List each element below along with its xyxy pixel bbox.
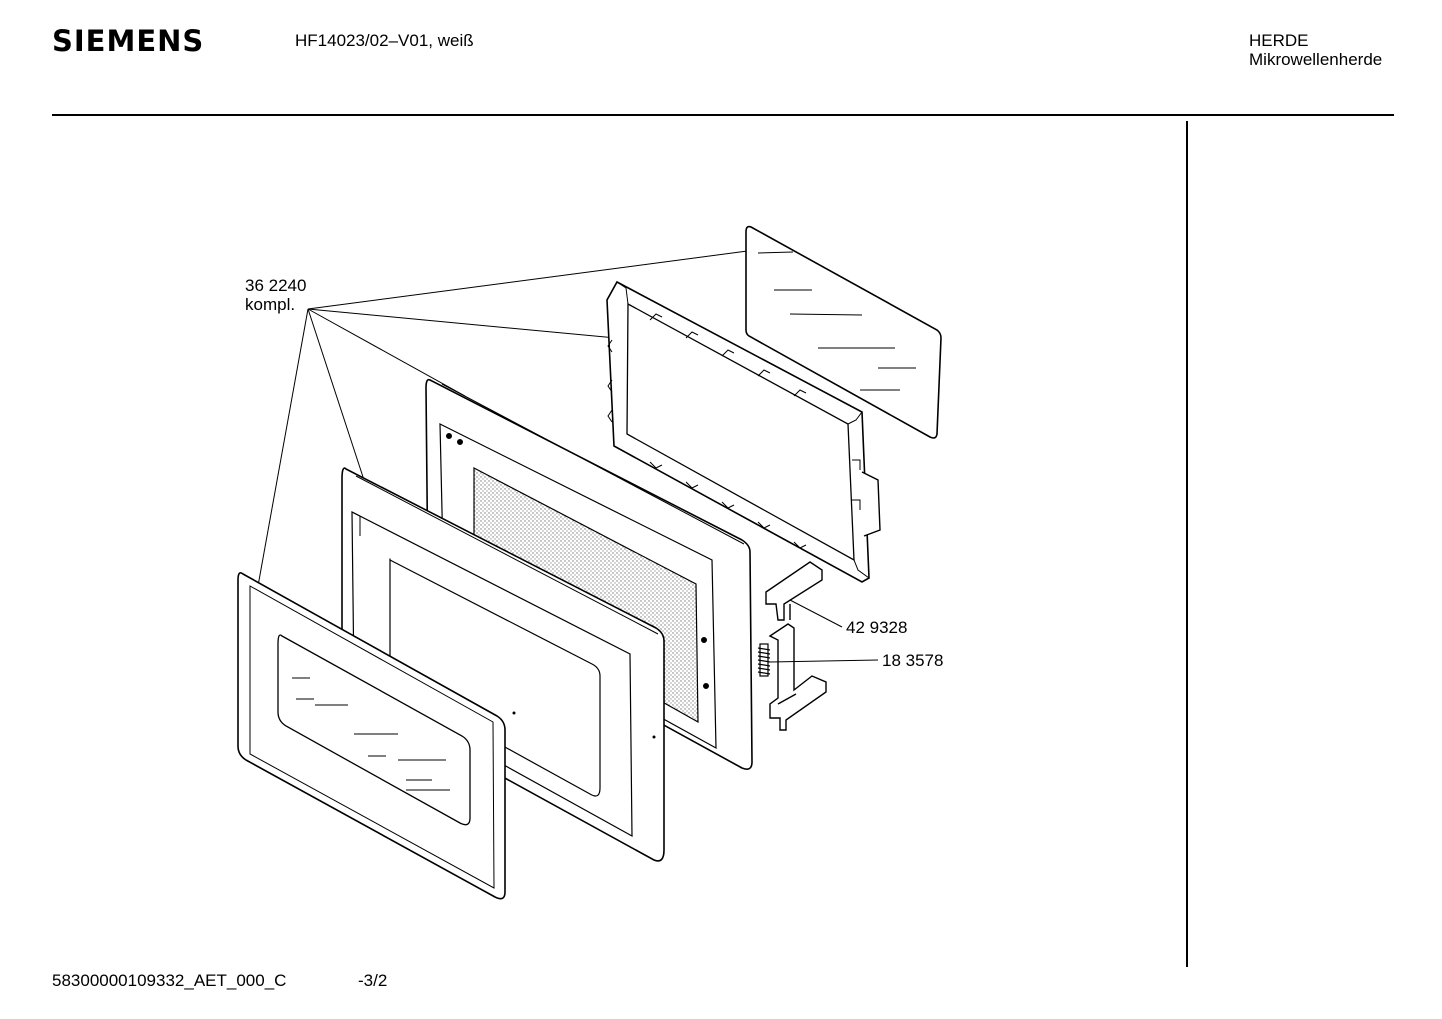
part-number: 36 2240 xyxy=(245,276,307,295)
header-rule xyxy=(52,114,1394,116)
door-frame-front xyxy=(341,467,665,862)
part-label-183578: 18 3578 xyxy=(882,651,944,670)
part-label-429328: 42 9328 xyxy=(846,618,908,637)
category: HERDE Mikrowellenherde xyxy=(1249,31,1382,69)
leader-lines-hooks xyxy=(769,599,879,663)
model-number: HF14023/02–V01, weiß xyxy=(295,31,474,50)
part-note: kompl. xyxy=(245,295,296,314)
brand-logo: SIEMENS xyxy=(52,24,205,58)
door-frame-inner xyxy=(606,280,881,583)
category-main: HERDE xyxy=(1249,31,1309,50)
part-label-362240: 36 2240 kompl. xyxy=(245,276,306,314)
category-sub: Mikrowellenherde xyxy=(1249,50,1383,69)
leader-lines-362240 xyxy=(255,249,756,598)
footer-document-code: 58300000109332_AET_000_C xyxy=(52,971,287,990)
glass-pane-back xyxy=(745,225,942,439)
side-rule xyxy=(1186,121,1188,967)
footer-page-number: -3/2 xyxy=(358,971,388,990)
glass-pane-front xyxy=(237,572,506,900)
door-hooks xyxy=(765,561,827,731)
spring-icon xyxy=(757,643,771,677)
